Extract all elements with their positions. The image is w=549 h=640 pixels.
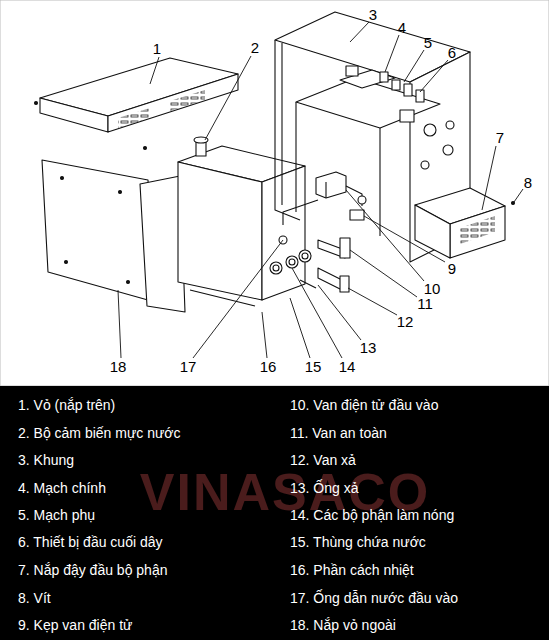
part-name: 12. Van xả	[290, 452, 356, 469]
circuit-boards	[340, 66, 424, 122]
legend-panel	[0, 386, 549, 640]
part-name: 4. Mạch chính	[18, 480, 106, 497]
callout-number: 6	[448, 45, 456, 60]
callout-number: 11	[417, 296, 433, 311]
exploded-view	[35, 12, 515, 312]
callout-number: 1	[153, 41, 161, 56]
callout-number: 12	[397, 314, 414, 329]
level-sensor	[194, 137, 208, 156]
frame	[275, 12, 470, 262]
callout-number: 4	[398, 20, 406, 35]
solenoid-valve	[316, 172, 366, 220]
part-name: 18. Nắp vỏ ngoài	[290, 617, 396, 634]
callout-number: 8	[524, 175, 532, 190]
part-name: 10. Van điện tử đầu vào	[290, 397, 438, 414]
leader-lines	[118, 22, 523, 358]
part-name: 13. Ống xả	[290, 480, 359, 497]
part-name: 6. Thiết bị đầu cuối dây	[18, 534, 163, 551]
callout-number: 15	[305, 359, 322, 374]
callout-number: 13	[360, 340, 377, 355]
callout-number: 17	[180, 359, 197, 374]
part-name: 14. Các bộ phận làm nóng	[290, 507, 454, 524]
drain-valve	[300, 268, 349, 292]
part-name: 9. Kẹp van điện tử	[18, 617, 132, 634]
safety-valve	[318, 238, 350, 258]
part-name: 8. Vít	[18, 590, 51, 607]
part-name: 16. Phần cách nhiệt	[290, 562, 414, 579]
callout-number: 16	[260, 359, 277, 374]
callout-number: 10	[424, 281, 441, 296]
part-name: 3. Khung	[18, 452, 74, 469]
part-name: 1. Vỏ (nắp trên)	[18, 397, 115, 414]
callout-number: 2	[251, 40, 259, 55]
part-name: 5. Mạch phụ	[18, 507, 95, 524]
callout-number: 7	[496, 130, 504, 145]
front-panel	[42, 160, 155, 302]
callout-number: 18	[110, 359, 127, 374]
callout-number: 14	[339, 359, 356, 374]
callout-number: 3	[369, 7, 377, 22]
drawing-area	[0, 0, 549, 386]
part-name: 7. Nắp đậy đầu bộ phận	[18, 562, 167, 579]
water-tank	[178, 146, 305, 306]
callout-number: 5	[424, 35, 432, 50]
part-name: 2. Bộ cảm biến mực nước	[18, 425, 181, 442]
part-name: 17. Ống dẫn nước đầu vào	[290, 590, 458, 607]
part-name: 15. Thùng chứa nước	[290, 534, 426, 551]
part-name: 11. Van an toàn	[290, 425, 387, 442]
callout-number: 9	[448, 261, 456, 276]
terminal-cover	[415, 188, 505, 258]
